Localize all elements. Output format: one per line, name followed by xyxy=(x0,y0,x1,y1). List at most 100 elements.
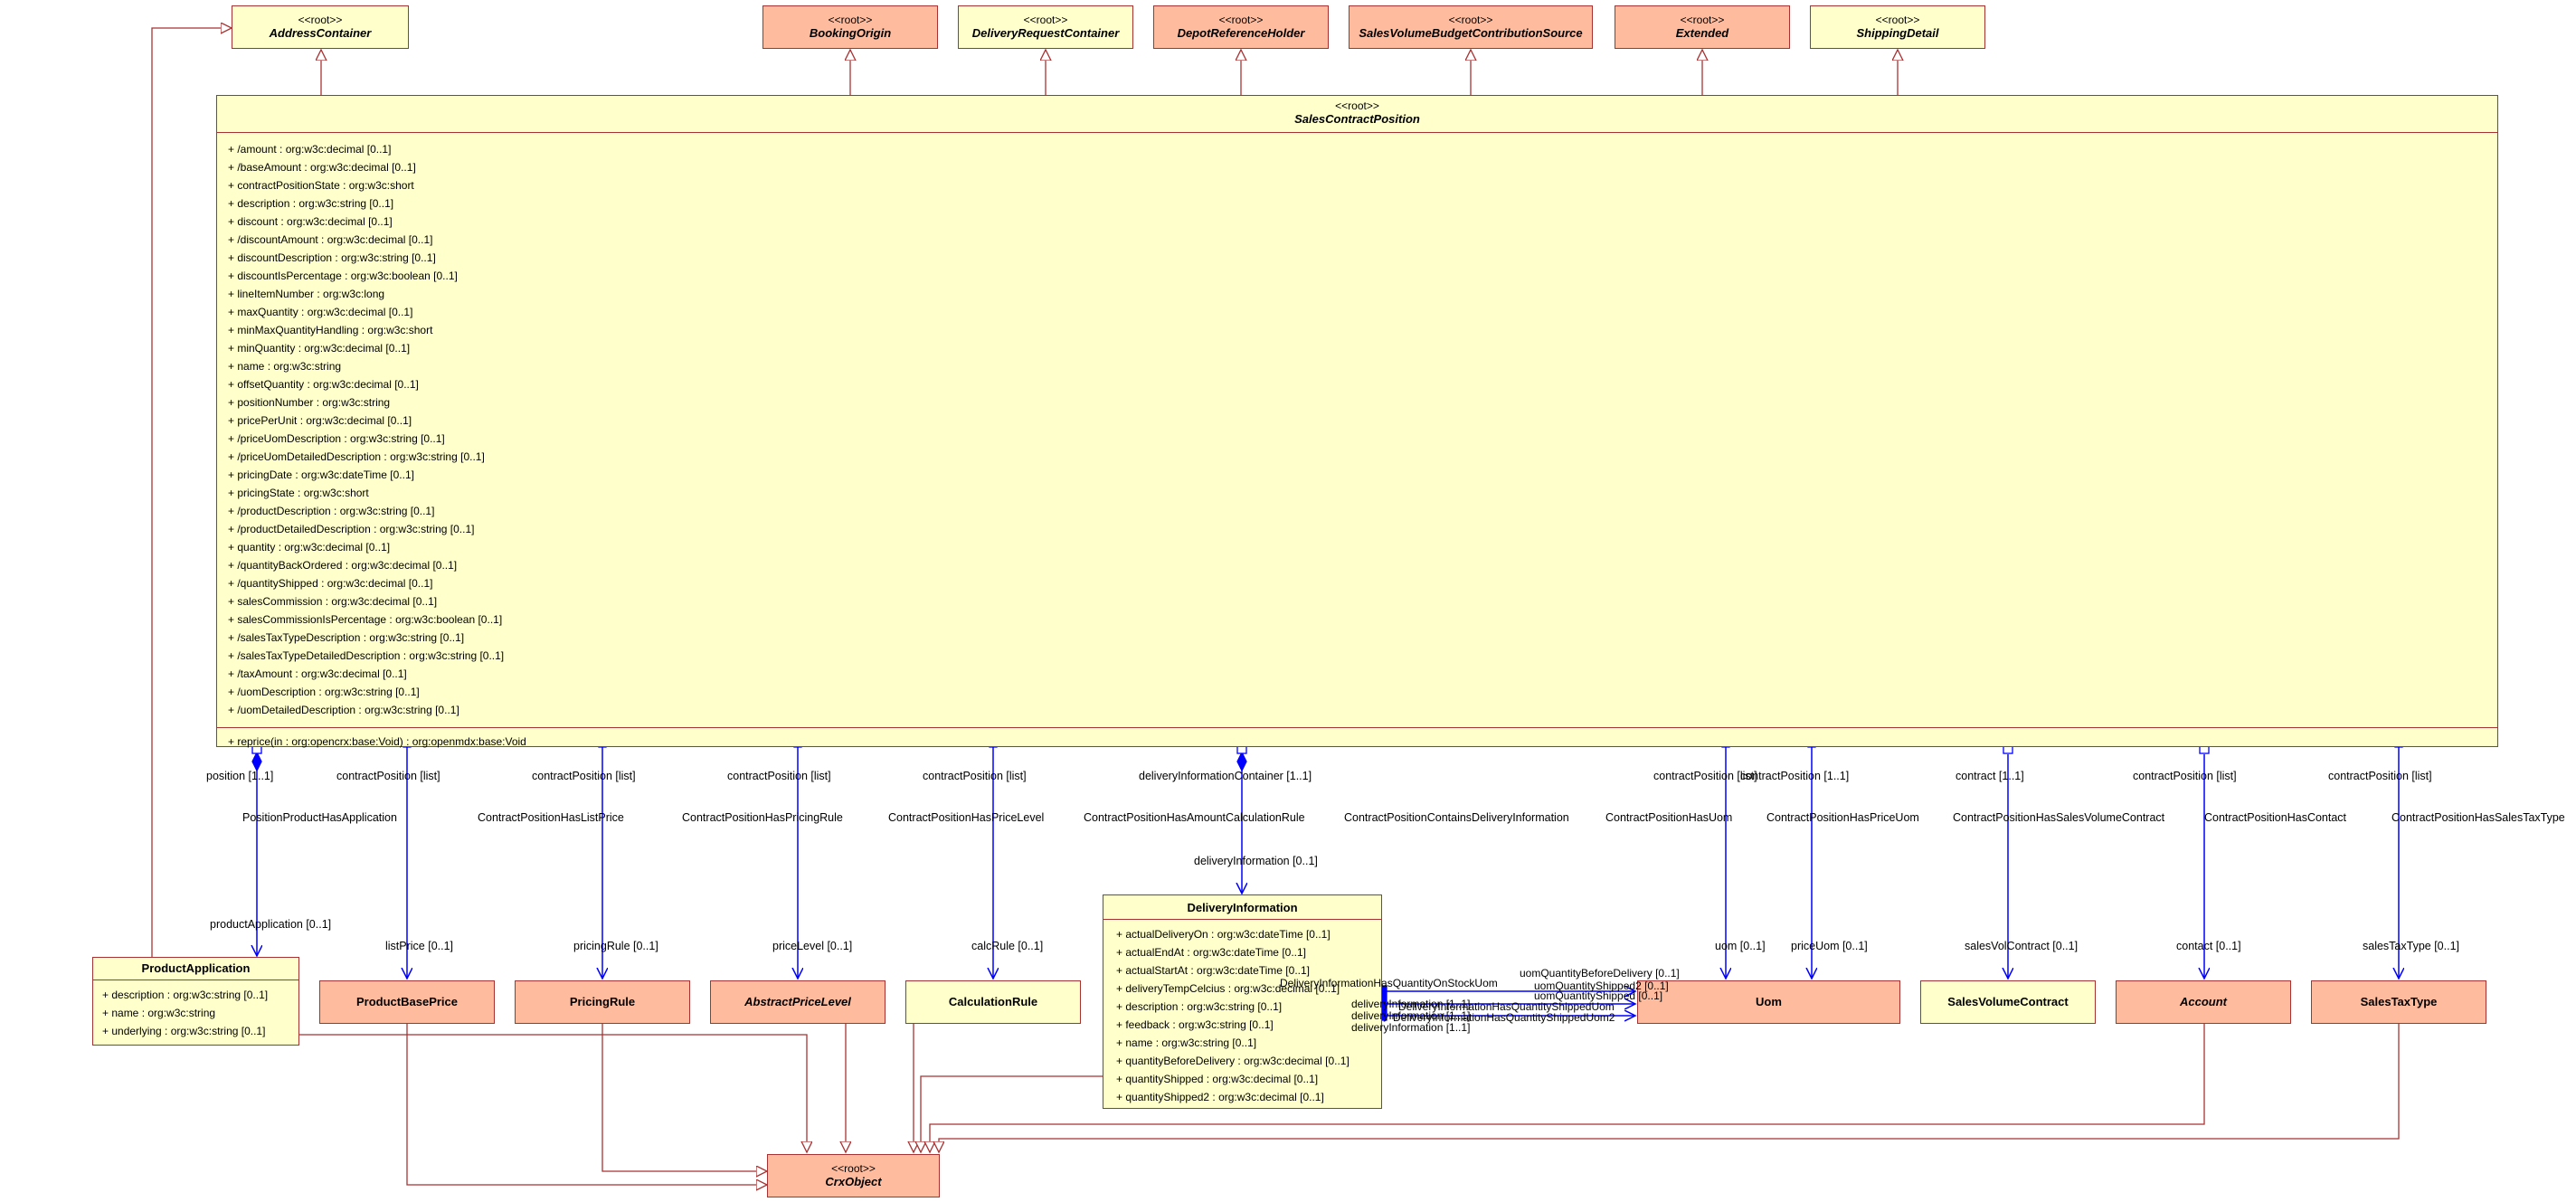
attribute: + minQuantity : org:w3c:decimal [0..1] xyxy=(228,342,411,355)
class-name: CrxObject xyxy=(825,1175,882,1188)
association-label: ContractPositionHasPriceUom xyxy=(1766,811,1919,824)
class-name: DeliveryInformation xyxy=(1187,901,1298,914)
association-label: DeliveryInformationHasQuantityShippedUom… xyxy=(1393,1011,1615,1024)
attribute: + description : org:w3c:string [0..1] xyxy=(228,197,394,210)
role-label: uom [0..1] xyxy=(1715,940,1766,952)
class-sales-contract-position[interactable]: <<root>> SalesContractPosition + /amount… xyxy=(216,95,2498,748)
class-account[interactable]: Account xyxy=(2116,980,2291,1024)
class-pricing-rule[interactable]: PricingRule xyxy=(515,980,690,1024)
role-label: priceLevel [0..1] xyxy=(772,940,853,952)
class-extended[interactable]: <<root>> Extended xyxy=(1615,5,1790,49)
role-label: deliveryInformation [1..1] xyxy=(1351,1009,1471,1022)
generalization-pa-crxobject xyxy=(299,1034,807,1152)
role-label: deliveryInformation [0..1] xyxy=(1194,855,1318,867)
attribute: + /quantityBackOrdered : org:w3c:decimal… xyxy=(228,559,458,572)
attribute: + discount : org:w3c:decimal [0..1] xyxy=(228,215,393,228)
class-name: Extended xyxy=(1675,26,1729,40)
stereotype: <<root>> xyxy=(1218,14,1264,26)
attribute: + description : org:w3c:string [0..1] xyxy=(1116,1000,1283,1013)
attribute: + contractPositionState : org:w3c:short xyxy=(228,179,414,192)
attribute: + positionNumber : org:w3c:string xyxy=(228,396,391,409)
class-booking-origin[interactable]: <<root>> BookingOrigin xyxy=(762,5,938,49)
role-label: contractPosition [1..1] xyxy=(1740,770,1850,782)
class-sales-tax-type[interactable]: SalesTaxType xyxy=(2311,980,2486,1024)
class-calculation-rule[interactable]: CalculationRule xyxy=(905,980,1081,1024)
stereotype: <<root>> xyxy=(831,1162,876,1175)
generalization-pbp-crxobject xyxy=(406,1023,767,1185)
association-label: ContractPositionHasContact xyxy=(2204,811,2347,824)
attribute: + quantityShipped : org:w3c:decimal [0..… xyxy=(1116,1073,1319,1085)
role-label: uomQuantityShipped2 [0..1] xyxy=(1534,980,1669,992)
role-label: contractPosition [list] xyxy=(532,770,636,782)
class-address-container[interactable]: <<root>> AddressContainer xyxy=(232,5,409,49)
attribute: + deliveryTempCelcius : org:w3c:decimal … xyxy=(1116,982,1340,995)
class-name: ProductApplication xyxy=(141,961,251,975)
class-sales-volume-contract[interactable]: SalesVolumeContract xyxy=(1920,980,2096,1024)
generalization-di-crxobject xyxy=(921,1075,1103,1152)
stereotype: <<root>> xyxy=(1875,14,1920,26)
class-name: ShippingDetail xyxy=(1856,26,1939,40)
role-label: contractPosition [list] xyxy=(336,770,440,782)
attribute: + name : org:w3c:string xyxy=(102,1007,216,1019)
role-label: deliveryInformation [1..1] xyxy=(1351,998,1471,1010)
attribute: + maxQuantity : org:w3c:decimal [0..1] xyxy=(228,306,413,318)
class-abstract-price-level[interactable]: AbstractPriceLevel xyxy=(710,980,886,1024)
attribute: + quantity : org:w3c:decimal [0..1] xyxy=(228,541,391,554)
stereotype: <<root>> xyxy=(1023,14,1068,26)
attribute: + description : org:w3c:string [0..1] xyxy=(102,989,269,1001)
attribute: + /productDetailedDescription : org:w3c:… xyxy=(228,523,475,535)
generalization-pr-crxobject xyxy=(601,1023,767,1171)
operation: + reprice(in : org:opencrx:base:Void) : … xyxy=(228,735,526,748)
class-delivery-information[interactable]: DeliveryInformation + actualDeliveryOn :… xyxy=(1103,894,1382,1109)
association-label: PositionProductHasApplication xyxy=(242,811,397,824)
attribute: + underlying : org:w3c:string [0..1] xyxy=(102,1025,266,1037)
class-crx-object[interactable]: <<root>> CrxObject xyxy=(767,1154,940,1197)
attribute: + salesCommission : org:w3c:decimal [0..… xyxy=(228,595,438,608)
class-shipping-detail[interactable]: <<root>> ShippingDetail xyxy=(1810,5,1985,49)
class-name: SalesVolumeContract xyxy=(1947,995,2069,1008)
class-name: DepotReferenceHolder xyxy=(1177,26,1305,40)
class-product-base-price[interactable]: ProductBasePrice xyxy=(319,980,495,1024)
class-name: BookingOrigin xyxy=(809,26,892,40)
attribute: + actualDeliveryOn : org:w3c:dateTime [0… xyxy=(1116,928,1331,941)
stereotype: <<root>> xyxy=(1448,14,1493,26)
role-label: contractPosition [list] xyxy=(2133,770,2237,782)
attribute: + quantityShipped2 : org:w3c:decimal [0.… xyxy=(1116,1091,1324,1103)
role-label: salesVolContract [0..1] xyxy=(1965,940,2079,952)
role-label: productApplication [0..1] xyxy=(210,918,332,931)
attribute: + /baseAmount : org:w3c:decimal [0..1] xyxy=(228,161,416,174)
stereotype: <<root>> xyxy=(828,14,873,26)
generalization-stt-crxobject xyxy=(939,1023,2400,1152)
association-label: DeliveryInformationHasQuantityShippedUom xyxy=(1398,1000,1615,1013)
attribute: + /priceUomDetailedDescription : org:w3c… xyxy=(228,450,485,463)
class-depot-reference-holder[interactable]: <<root>> DepotReferenceHolder xyxy=(1153,5,1329,49)
attribute: + discountDescription : org:w3c:string [… xyxy=(228,251,436,264)
role-label: contract [1..1] xyxy=(1956,770,2024,782)
class-name: AddressContainer xyxy=(269,26,372,40)
class-product-application[interactable]: ProductApplication + description : org:w… xyxy=(92,957,299,1046)
class-name: SalesVolumeBudgetContributionSource xyxy=(1359,26,1583,40)
attribute: + discountIsPercentage : org:w3c:boolean… xyxy=(228,270,458,282)
attribute: + quantityBeforeDelivery : org:w3c:decim… xyxy=(1116,1055,1350,1067)
class-delivery-request-container[interactable]: <<root>> DeliveryRequestContainer xyxy=(958,5,1133,49)
class-uom[interactable]: Uom xyxy=(1637,980,1900,1024)
class-name: SalesContractPosition xyxy=(1294,112,1420,126)
attribute: + /priceUomDescription : org:w3c:string … xyxy=(228,432,445,445)
attribute: + name : org:w3c:string [0..1] xyxy=(1116,1036,1257,1049)
association-label: ContractPositionContainsDeliveryInformat… xyxy=(1344,811,1569,824)
role-label: calcRule [0..1] xyxy=(971,940,1044,952)
association-label: ContractPositionHasListPrice xyxy=(478,811,624,824)
class-name: AbstractPriceLevel xyxy=(744,995,851,1008)
attribute: + offsetQuantity : org:w3c:decimal [0..1… xyxy=(228,378,419,391)
class-sales-volume-budget-contribution-source[interactable]: <<root>> SalesVolumeBudgetContributionSo… xyxy=(1349,5,1593,49)
role-label: deliveryInformationContainer [1..1] xyxy=(1139,770,1312,782)
generalization-account-crxobject xyxy=(930,1023,2205,1152)
class-name: PricingRule xyxy=(569,995,636,1008)
end-marker-di-uom xyxy=(1381,985,1387,1021)
attribute: + name : org:w3c:string xyxy=(228,360,342,373)
attribute: + actualEndAt : org:w3c:dateTime [0..1] xyxy=(1116,946,1306,959)
attribute: + /amount : org:w3c:decimal [0..1] xyxy=(228,143,392,156)
association-label: ContractPositionHasAmountCalculationRule xyxy=(1084,811,1305,824)
generalization-product-application xyxy=(151,28,232,957)
